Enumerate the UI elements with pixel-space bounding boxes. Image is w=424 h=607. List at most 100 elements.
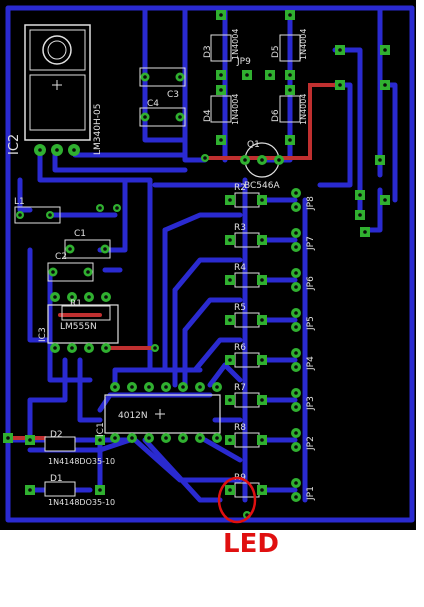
pad-hole	[147, 385, 151, 389]
lm340-label: LM340H-05	[93, 104, 103, 155]
d4-label: D4	[203, 109, 213, 122]
pad-hole	[383, 83, 387, 87]
resistor-label: R6	[234, 343, 246, 353]
pad-hole	[48, 213, 52, 217]
pad-hole	[294, 205, 298, 209]
pad-hole	[228, 318, 232, 322]
pad-hole	[294, 231, 298, 235]
c1-label: C1	[74, 229, 86, 239]
pad-hole	[245, 73, 249, 77]
pad-hole	[178, 115, 182, 119]
pad-hole	[86, 270, 90, 274]
pad-hole	[260, 398, 264, 402]
pad-hole	[219, 73, 223, 77]
pad-hole	[378, 158, 382, 162]
jumper-label: JP3	[306, 396, 316, 411]
pad-hole	[383, 198, 387, 202]
d2-value: 1N4148DO35-10	[48, 457, 115, 466]
pad-hole	[288, 88, 292, 92]
pad-hole	[228, 358, 232, 362]
pad-hole	[55, 148, 59, 152]
pad-hole	[294, 271, 298, 275]
pad-hole	[228, 488, 232, 492]
pad-hole	[215, 385, 219, 389]
pad-hole	[113, 436, 117, 440]
ic2-label: IC2	[7, 134, 22, 155]
pad-hole	[228, 438, 232, 442]
ic3-label: IC3	[38, 327, 48, 342]
pad-hole	[294, 405, 298, 409]
jumper-label: JP6	[306, 276, 316, 291]
pad-hole	[115, 206, 119, 210]
pad-hole	[383, 48, 387, 52]
d5-value: 1N4004	[299, 29, 308, 60]
pad-hole	[260, 358, 264, 362]
resistor-label: R7	[234, 383, 246, 393]
pad-hole	[243, 158, 247, 162]
pad-hole	[178, 75, 182, 79]
pad-hole	[104, 295, 108, 299]
pad-hole	[260, 238, 264, 242]
pad-hole	[215, 436, 219, 440]
pad-hole	[219, 88, 223, 92]
pad-hole	[358, 213, 362, 217]
pad-hole	[219, 138, 223, 142]
pad-hole	[6, 436, 10, 440]
d1-label: D1	[50, 474, 63, 484]
c2-label: C2	[55, 252, 67, 262]
pad-hole	[260, 318, 264, 322]
pad-hole	[260, 198, 264, 202]
jumper-label: JP2	[306, 436, 316, 451]
pad-hole	[294, 481, 298, 485]
led-annotation-label: LED	[223, 529, 279, 559]
pad-hole	[98, 438, 102, 442]
pad-hole	[98, 206, 102, 210]
resistor-label: R3	[234, 223, 246, 233]
pad-hole	[228, 198, 232, 202]
pad-hole	[198, 436, 202, 440]
pad-hole	[277, 158, 281, 162]
resistor-label: R2	[234, 183, 246, 193]
q1-label: Q1	[247, 140, 260, 150]
pad-hole	[98, 488, 102, 492]
pad-hole	[53, 346, 57, 350]
pad-hole	[228, 238, 232, 242]
pad-hole	[181, 385, 185, 389]
resistor-label: R5	[234, 303, 246, 313]
pad-hole	[358, 193, 362, 197]
pad-hole	[294, 445, 298, 449]
pad-hole	[164, 436, 168, 440]
jumper-label: JP7	[306, 236, 316, 251]
diode-bodies	[44, 34, 301, 497]
pad-hole	[28, 438, 32, 442]
pad-hole	[260, 158, 264, 162]
pad-hole	[294, 285, 298, 289]
d6-value: 1N4004	[299, 94, 308, 125]
jumper-label: JP5	[306, 316, 316, 331]
d4-value: 1N4004	[231, 94, 240, 125]
c4-label: C4	[147, 99, 159, 109]
pad-hole	[219, 13, 223, 17]
pad-hole	[28, 488, 32, 492]
pad-hole	[294, 351, 298, 355]
pad-hole	[68, 247, 72, 251]
pad-hole	[294, 245, 298, 249]
ic4012-label: 4012N	[118, 411, 148, 421]
c3-label: C3	[167, 90, 179, 100]
pad-hole	[228, 398, 232, 402]
pad-hole	[203, 156, 207, 160]
pad-hole	[338, 48, 342, 52]
pad-hole	[181, 436, 185, 440]
jumper-label: JP1	[306, 486, 316, 501]
pad-hole	[103, 247, 107, 251]
pad-hole	[53, 295, 57, 299]
pad-hole	[104, 346, 108, 350]
ic3-outline	[47, 304, 119, 344]
pad-hole	[130, 436, 134, 440]
pads	[3, 10, 390, 519]
pad-hole	[294, 391, 298, 395]
pad-hole	[294, 311, 298, 315]
pad-hole	[294, 325, 298, 329]
pad-hole	[294, 431, 298, 435]
